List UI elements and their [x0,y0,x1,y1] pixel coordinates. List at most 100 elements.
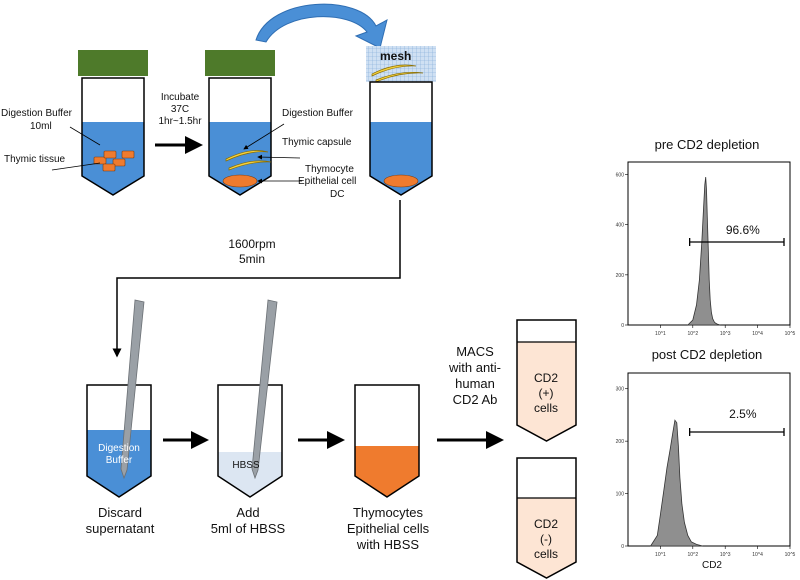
histogram-area [687,176,721,326]
label-thymic-capsule: Thymic capsule [282,137,352,148]
tube-filtered [366,46,436,196]
label-digestion-buffer: Digestion Buffer [1,108,73,119]
capsule-on-mesh [375,71,424,83]
pointer-line [243,123,285,150]
macs-line4: CD2 Ab [453,392,498,407]
x-tick-label: 10^3 [720,331,731,337]
incubate-line2: 37C [171,104,189,115]
arrow-centrifuge [112,200,401,358]
tube-cap [205,50,275,76]
label-mesh: mesh [380,49,411,63]
cd2-neg-line2: (-) [540,532,552,546]
tube-cd2-positive [516,319,577,442]
pointer-line [257,154,301,160]
y-tick-label: 100 [616,492,625,498]
macs-line1: MACS [456,344,494,359]
tube-outline [369,81,433,196]
tube-liquid [370,122,432,195]
cell-pellet [222,174,258,188]
tube-digested [205,50,302,196]
tube-thymocytes [354,384,420,498]
x-axis-label: CD2 [702,560,722,571]
thymic-capsule [225,150,269,162]
y-tick-label: 200 [616,273,625,279]
tube-cap [78,50,148,76]
y-tick-label: 300 [616,387,625,393]
cd2-pos-line2: (+) [539,386,554,400]
pointer-line [69,126,101,146]
tube-discard [86,299,152,498]
tube-digestion-start [51,50,148,196]
histogram-post: post CD2 depletion CD2 10^1 10^2 10^3 10^4 1… [616,347,796,571]
cd2-pos-line1: CD2 [534,371,558,385]
y-tick-label: 600 [616,173,625,179]
plot-frame [627,372,791,547]
thymic-tissue-pieces [93,150,135,172]
x-tick-label: 10^1 [655,331,666,337]
y-tick-label: 0 [621,323,624,329]
macs-line2: with anti- [448,360,501,375]
tube-a-label-1: Digestion [98,443,140,454]
label-dc: DC [330,189,344,200]
tube-outline [81,77,145,196]
tube-liquid [355,446,419,497]
centrifuge-time: 5min [239,252,265,266]
label-digestion-buffer-2: Digestion Buffer [282,108,354,119]
y-tick-label: 0 [621,544,624,550]
caption-thymocytes: Thymocytes [353,505,424,520]
histogram-pre: pre CD2 depletion 10^1 10^2 10^3 10^4 10^5 0 2… [616,137,796,337]
label-thymic-tissue: Thymic tissue [4,154,66,165]
macs-line3: human [455,376,495,391]
thymic-capsule [228,160,272,171]
pipette [251,299,278,480]
caption-epithelial: Epithelial cells [347,521,430,536]
gate-percent: 2.5% [729,407,757,421]
cd2-pos-line3: cells [534,401,558,415]
x-tick-label: 10^3 [720,552,731,558]
x-tick-label: 10^2 [687,331,698,337]
tube-liquid [82,122,144,195]
caption-with-hbss: with HBSS [356,537,419,552]
x-tick-label: 10^5 [785,331,796,337]
chart-title: post CD2 depletion [652,347,763,362]
x-tick-label: 10^2 [687,552,698,558]
x-tick-label: 10^4 [752,331,763,337]
tube-b-label: HBSS [232,460,260,471]
tube-liquid [209,122,271,195]
tube-liquid [87,430,151,497]
tube-fill [517,342,576,441]
x-tick-label: 10^5 [785,552,796,558]
label-epithelial: Epithelial cell [298,176,356,187]
pipette [120,299,145,480]
x-tick-label: 10^1 [655,552,666,558]
label-volume: 10ml [30,121,52,132]
chart-title: pre CD2 depletion [655,137,760,152]
mesh-filter [366,46,436,82]
y-tick-label: 200 [616,439,625,445]
tube-outline [86,384,152,498]
caption-supernatant: supernatant [86,521,155,536]
cd2-neg-line3: cells [534,547,558,561]
caption-add: Add [236,505,259,520]
caption-discard: Discard [98,505,142,520]
incubate-line1: Incubate [161,92,200,103]
tube-outline [516,457,577,579]
curved-arrow [255,3,388,49]
tube-a-label-2: Buffer [106,455,133,466]
tube-liquid [218,452,282,497]
label-thymocyte: Thymocyte [305,164,354,175]
tube-fill [517,498,576,578]
gate-percent: 96.6% [726,223,760,237]
tube-outline [516,319,577,442]
tube-outline [217,384,283,498]
centrifuge-speed: 1600rpm [228,237,275,251]
tube-hbss [217,299,283,498]
capsule-on-mesh [371,64,417,77]
x-tick-label: 10^4 [752,552,763,558]
tube-cd2-negative [516,457,577,579]
histogram-area [649,419,703,547]
cd2-neg-line1: CD2 [534,517,558,531]
tube-outline [354,384,420,498]
tube-outline [208,77,272,196]
